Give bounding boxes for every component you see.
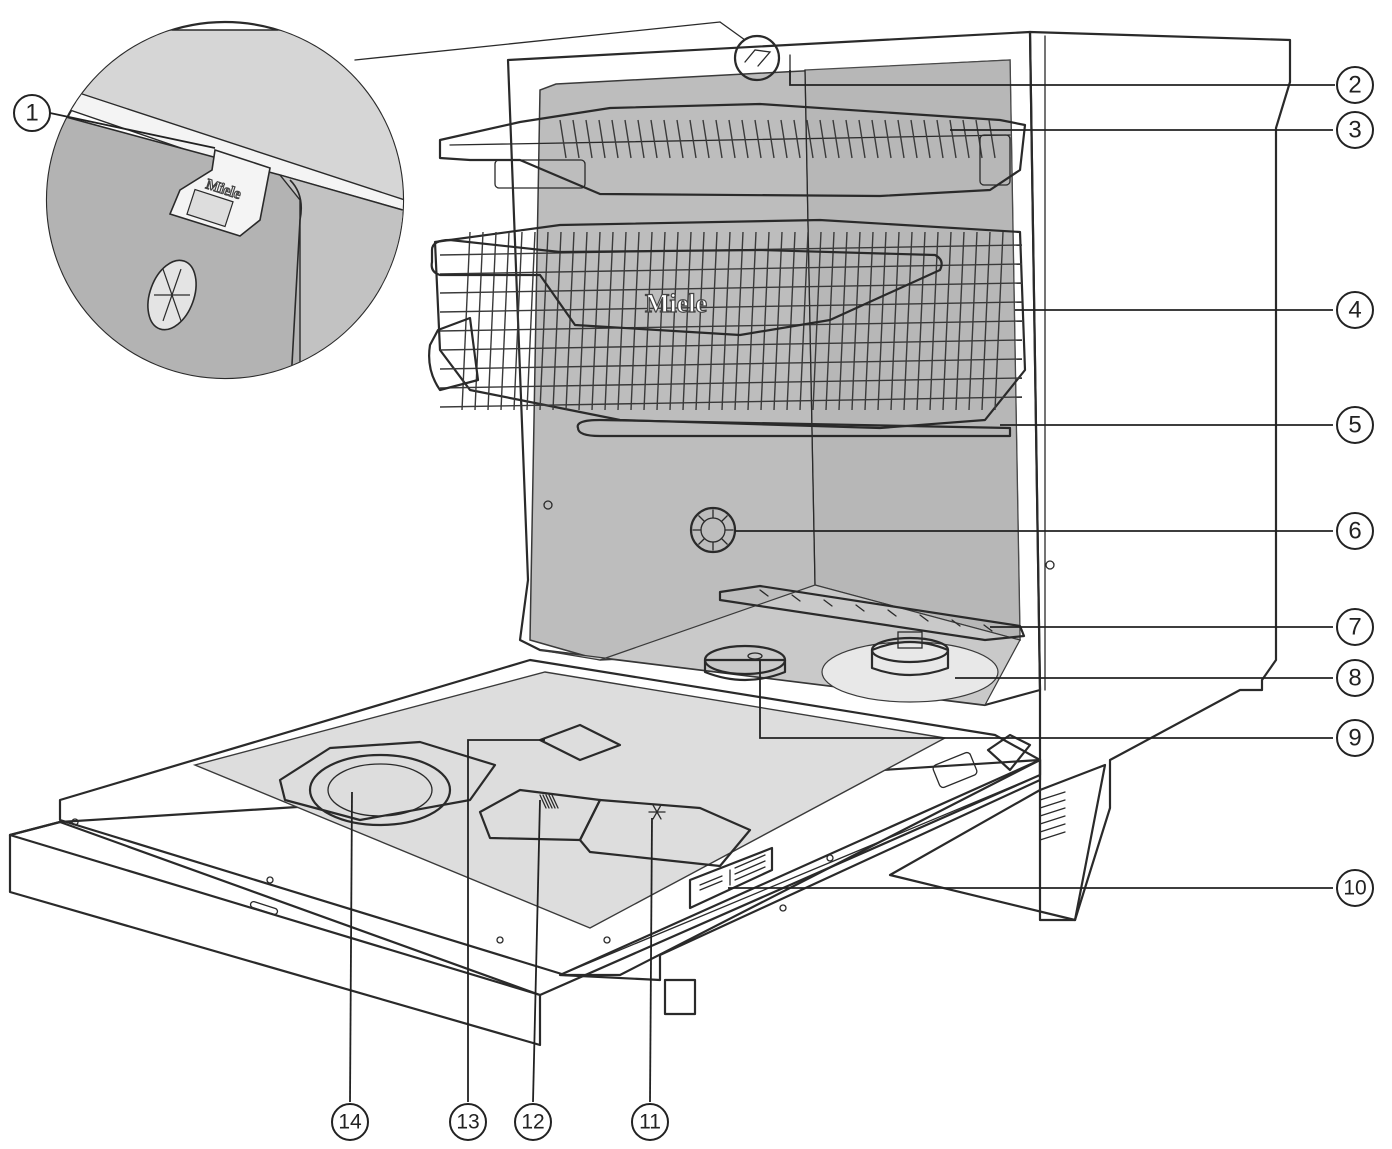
callouts: 1 2 3 4 5 6 7 8 9 10 11 12 13 14 <box>13 66 1374 1141</box>
lower-spray-arm <box>718 584 1026 642</box>
door-rail <box>558 758 1042 982</box>
leader-12 <box>532 799 541 1103</box>
svg-text:1: 1 <box>25 100 38 127</box>
callout-3: 3 <box>1336 111 1374 149</box>
cutlery-tray-ribs <box>559 119 996 159</box>
door-latch-plate <box>932 751 978 789</box>
door-inner-panel <box>58 658 1042 977</box>
leader-9 <box>759 660 1333 739</box>
plinth <box>888 763 1107 922</box>
leader-2 <box>789 70 1335 86</box>
door-foot <box>663 978 697 1016</box>
detergent-dispenser <box>478 788 752 868</box>
svg-text:8: 8 <box>1348 665 1361 692</box>
tub-left-screw <box>543 500 553 510</box>
door-slot <box>249 900 279 916</box>
filter-combination <box>821 631 999 703</box>
inset-target-clip <box>744 49 772 67</box>
svg-text:4: 4 <box>1348 297 1361 324</box>
svg-text:9: 9 <box>1348 725 1361 752</box>
svg-text:13: 13 <box>456 1111 479 1134</box>
door <box>8 658 1042 1047</box>
callout-11: 11 <box>631 1103 669 1141</box>
cabinet <box>1028 30 1292 922</box>
callout-5: 5 <box>1336 406 1374 444</box>
callout-4: 4 <box>1336 291 1374 329</box>
tub-right-screw <box>1045 560 1055 570</box>
svg-text:3: 3 <box>1348 117 1361 144</box>
door-screw-4 <box>603 936 611 944</box>
inset-detail: Miele <box>47 29 403 378</box>
svg-text:10: 10 <box>1343 877 1366 900</box>
callout-8: 8 <box>1336 659 1374 697</box>
cutlery-tray-body <box>438 102 1027 198</box>
upper-basket: Miele <box>428 218 1027 430</box>
callout-10: 10 <box>1336 869 1374 907</box>
tub-corner-edge <box>804 69 816 586</box>
data-plate <box>688 846 774 910</box>
callout-7: 7 <box>1336 608 1374 646</box>
callout-1: 1 <box>13 94 51 132</box>
svg-text:11: 11 <box>639 1111 661 1134</box>
upper-basket-handle <box>430 238 943 337</box>
upper-cutlery-tray <box>438 102 1027 198</box>
salt-reservoir-cap <box>703 644 787 682</box>
callout-2: 2 <box>1336 66 1374 104</box>
cutlery-tray-handle-left <box>494 159 586 189</box>
door-side-rail <box>559 774 1041 976</box>
door-cutlery-basket-holder <box>278 740 497 827</box>
door-hinge <box>986 733 1032 772</box>
door-screw-5 <box>779 904 787 912</box>
inset-target-circle <box>733 34 781 82</box>
door-screw-2 <box>266 876 274 884</box>
rinse-aid-reservoir-door <box>538 723 622 762</box>
svg-text:2: 2 <box>1348 72 1361 99</box>
callout-14: 14 <box>331 1103 369 1141</box>
inset-connector-top <box>354 21 721 61</box>
upper-basket-brand-label: Miele <box>645 289 707 318</box>
leader-13 <box>467 739 545 1102</box>
svg-text:14: 14 <box>338 1111 362 1134</box>
upper-basket-side-handle <box>428 316 480 392</box>
cutlery-tray-handle-right <box>979 134 1011 186</box>
callout-6: 6 <box>1336 512 1374 550</box>
leader-14 <box>349 791 353 1103</box>
cutlery-tray-rim <box>449 134 1011 146</box>
leader-lines <box>49 70 1335 1103</box>
svg-text:5: 5 <box>1348 412 1361 439</box>
upper-spray-arm <box>576 418 1012 438</box>
svg-text:7: 7 <box>1348 614 1361 641</box>
leader-11 <box>649 817 653 1103</box>
svg-text:12: 12 <box>521 1111 544 1134</box>
inset-connector-bend <box>719 21 746 41</box>
air-vent-wall <box>689 506 737 554</box>
leader-1 <box>49 112 216 149</box>
cabinet-side-panel <box>1028 30 1292 922</box>
door-inner-well <box>192 671 948 929</box>
svg-text:6: 6 <box>1348 518 1361 545</box>
callout-9: 9 <box>1336 719 1374 757</box>
door-screw-3 <box>496 936 504 944</box>
tub <box>506 30 1055 707</box>
callout-13: 13 <box>449 1103 487 1141</box>
callout-12: 12 <box>514 1103 552 1141</box>
door-screw-1 <box>71 818 79 826</box>
door-screw-6 <box>826 854 834 862</box>
